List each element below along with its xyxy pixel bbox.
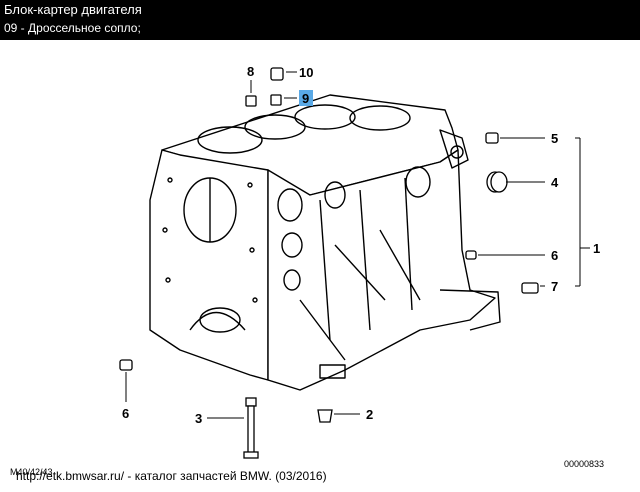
corner-code: M40/42/43: [10, 467, 53, 477]
callout-6-left: 6: [122, 406, 129, 421]
footer-caption: http://etk.bmwsar.ru/ - каталог запчасте…: [16, 469, 327, 483]
page-title: Блок-картер двигателя: [4, 2, 142, 17]
engine-block-drawing: [149, 94, 501, 391]
callout-2: 2: [366, 407, 373, 422]
callout-10: 10: [299, 65, 313, 80]
callout-labels: 10 9 8 5 4 6 1 7 6 3 2: [122, 64, 600, 426]
callout-7: 7: [551, 279, 558, 294]
callout-highlight: [299, 90, 313, 106]
callout-4: 4: [551, 175, 559, 190]
callout-8: 8: [247, 64, 254, 79]
header-bar: Блок-картер двигателя 09 - Дроссельное с…: [0, 0, 640, 40]
callout-3: 3: [195, 411, 202, 426]
callout-6-right: 6: [551, 248, 558, 263]
diagram-id: 00000833: [564, 459, 605, 469]
callout-1: 1: [593, 241, 600, 256]
callout-9: 9: [302, 91, 309, 106]
callout-5: 5: [551, 131, 558, 146]
leader-lines: [125, 71, 590, 419]
parts-drawing: [119, 67, 539, 459]
engine-block-diagram: 10 9 8 5 4 6 1 7 6 3 2: [119, 64, 600, 459]
page-subtitle: 09 - Дроссельное сопло;: [4, 21, 141, 35]
footer: M40/42/43 http://etk.bmwsar.ru/ - катало…: [10, 467, 327, 483]
